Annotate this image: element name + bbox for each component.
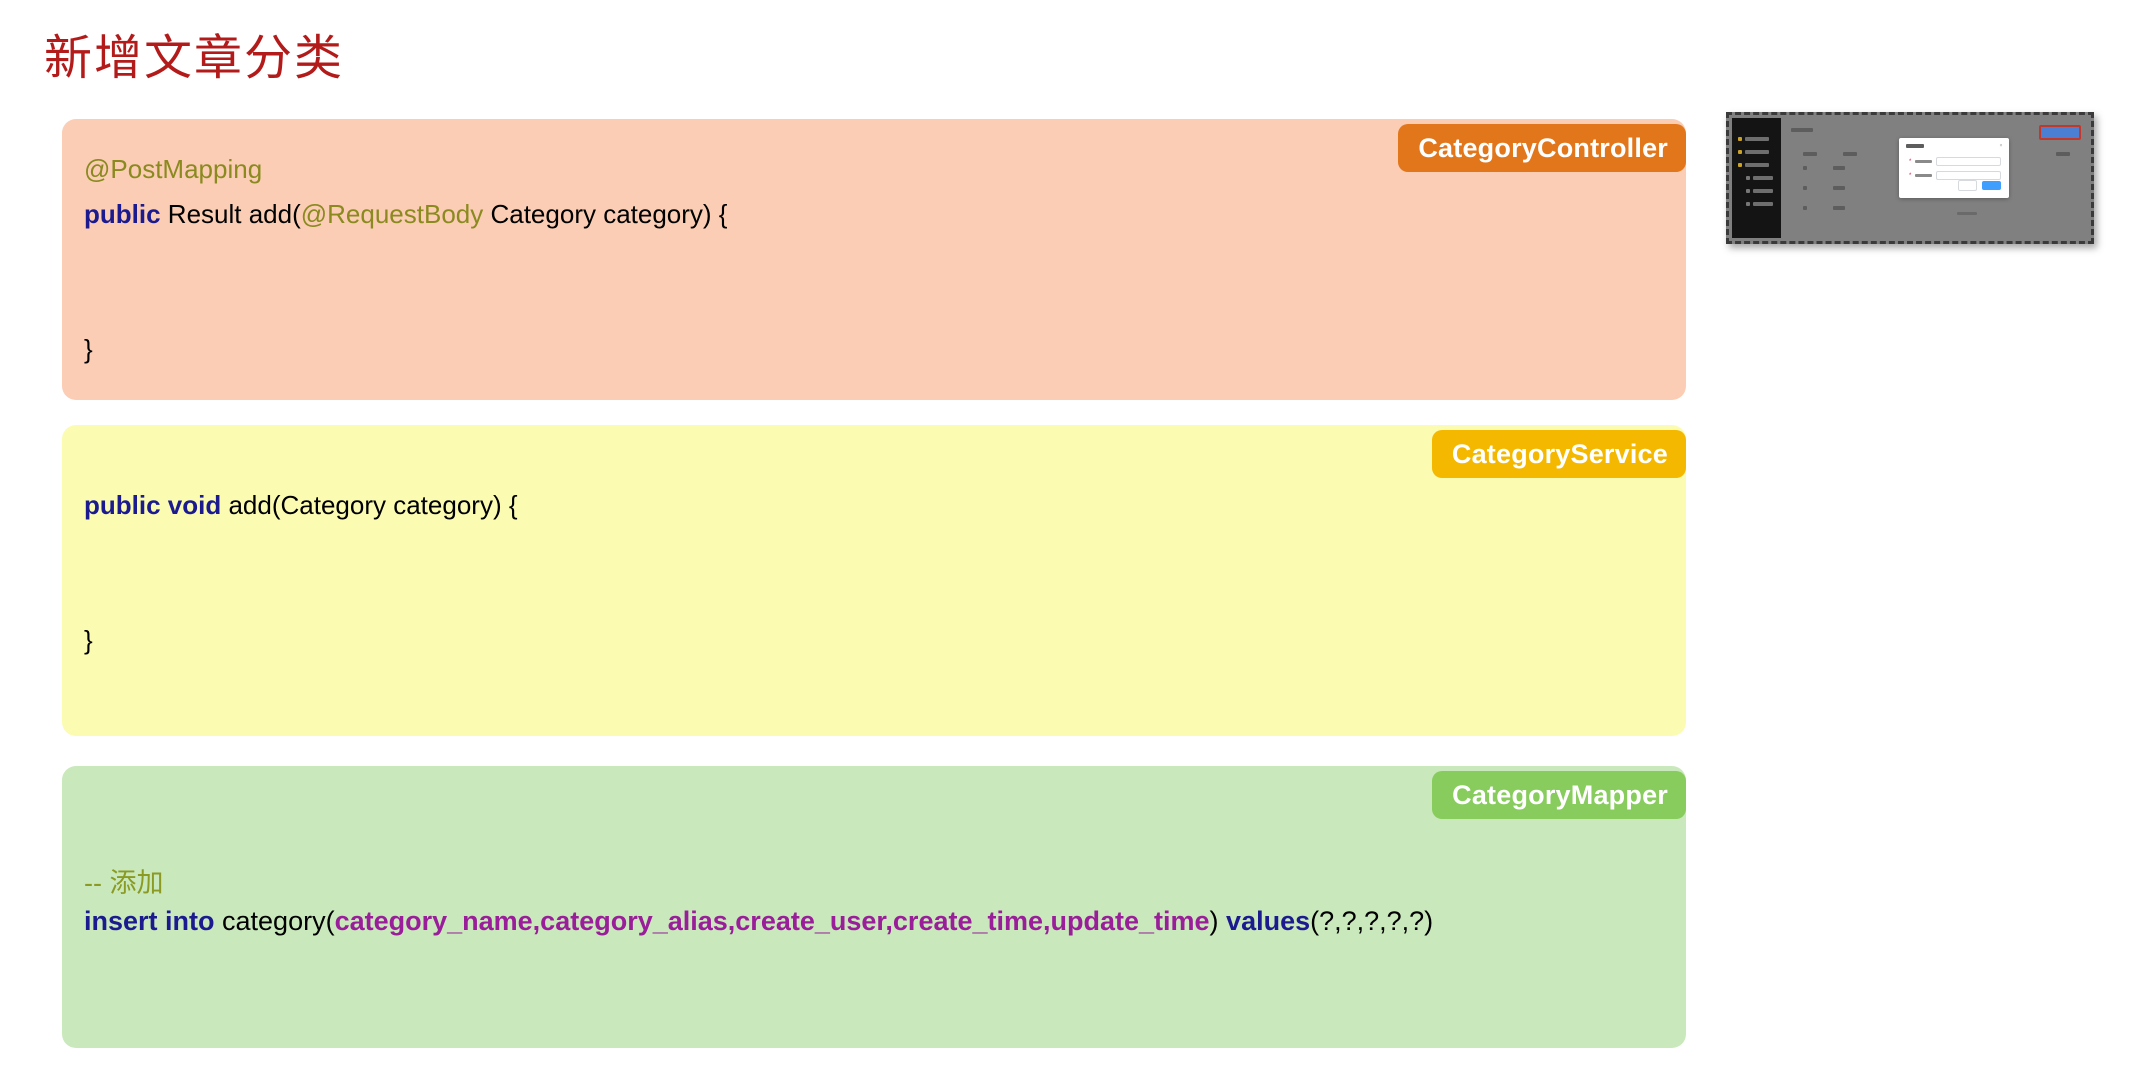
mapper-code: -- 添加 insert into category(category_name,… [84, 864, 1666, 940]
nav-label [1745, 150, 1769, 154]
service-line-signature: public void add(Category category) { [84, 483, 1666, 528]
keyword-public-void: public void [84, 490, 222, 520]
required-asterisk-icon: * [1909, 172, 1912, 179]
mapper-sql-line: insert into category(category_name,categ… [84, 902, 1666, 940]
thumbnail-column-header-actions [2056, 152, 2070, 156]
sql-table-name: category( [214, 906, 335, 936]
nav-icon [1738, 163, 1742, 167]
code-block-controller: CategoryController @PostMapping public Re… [62, 119, 1686, 400]
required-asterisk-icon: * [1909, 158, 1912, 165]
page-preview-thumbnail: × * * [1726, 112, 2094, 244]
service-signature-tail: add(Category category) { [221, 490, 518, 520]
thumbnail-cancel-button [1958, 180, 1977, 191]
thumbnail-dialog-footer [1958, 180, 2001, 191]
thumbnail-cell-name [1833, 166, 1845, 170]
thumbnail-sidebar [1732, 118, 1781, 238]
thumbnail-cell-index [1803, 166, 1807, 170]
nav-label [1753, 176, 1773, 180]
controller-code: @PostMapping public Result add(@RequestBo… [84, 147, 1666, 372]
service-closing-brace: } [84, 625, 93, 655]
thumbnail-table-row [1803, 166, 2091, 170]
thumbnail-column-header [1843, 152, 1857, 156]
thumbnail-nav-item [1738, 135, 1776, 143]
mapper-comment-line: -- 添加 [84, 864, 1666, 902]
controller-line-signature: public Result add(@RequestBody Category … [84, 192, 1666, 237]
thumbnail-table-row [1803, 186, 2091, 190]
nav-label [1745, 163, 1769, 167]
thumbnail-add-category-button [2039, 125, 2081, 140]
controller-closing-brace: } [84, 334, 93, 364]
sql-close-paren: ) [1209, 906, 1227, 936]
thumbnail-cell-name [1833, 206, 1845, 210]
thumbnail-column-header [1803, 152, 1817, 156]
code-block-service: CategoryService public void add(Category… [62, 425, 1686, 736]
thumbnail-dialog-field: * [1909, 157, 2001, 166]
thumbnail-nav-item [1738, 148, 1776, 156]
code-block-mapper: CategoryMapper -- 添加 insert into category… [62, 766, 1686, 1048]
sql-keyword-values: values [1226, 906, 1311, 936]
badge-category-mapper: CategoryMapper [1432, 771, 1686, 819]
controller-blank-line-2 [84, 282, 1666, 327]
keyword-public: public [84, 199, 161, 229]
page-title: 新增文章分类 [44, 32, 345, 85]
thumbnail-nav-subitem [1746, 174, 1776, 182]
nav-label [1753, 189, 1773, 193]
nav-label [1745, 137, 1769, 141]
sql-column-list: category_name,category_alias,create_user… [334, 906, 1210, 936]
nav-icon [1746, 189, 1750, 193]
service-blank-line-2 [84, 573, 1666, 618]
thumbnail-nav-item [1738, 161, 1776, 169]
thumbnail-nav-subitem [1746, 187, 1776, 195]
thumbnail-viewport: × * * [1732, 118, 2088, 238]
thumbnail-field-label [1915, 174, 1933, 177]
controller-line-annotation: @PostMapping [84, 147, 1666, 192]
controller-signature-mid: Result add( [160, 199, 301, 229]
nav-icon [1746, 202, 1750, 206]
thumbnail-dialog-title [1906, 144, 1924, 148]
thumbnail-confirm-button [1982, 181, 2001, 190]
thumbnail-table-header [1803, 152, 2003, 156]
nav-label [1753, 202, 1773, 206]
thumbnail-main-area: × * * [1781, 118, 2088, 238]
thumbnail-page-heading [1791, 128, 1813, 132]
thumbnail-field-input [1936, 157, 2001, 166]
thumbnail-cell-index [1803, 206, 1807, 210]
nav-icon [1738, 150, 1742, 154]
thumbnail-nav-subitem [1746, 200, 1776, 208]
nav-icon [1746, 176, 1750, 180]
service-code: public void add(Category category) {} [84, 483, 1666, 663]
badge-category-service: CategoryService [1431, 430, 1686, 478]
thumbnail-dialog-field: * [1909, 171, 2001, 180]
thumbnail-field-input [1936, 171, 2001, 180]
nav-icon [1738, 137, 1742, 141]
controller-signature-tail: Category category) { [483, 199, 728, 229]
thumbnail-field-label [1915, 160, 1933, 163]
annotation-post-mapping: @PostMapping [84, 154, 263, 184]
annotation-request-body: @RequestBody [300, 199, 484, 229]
thumbnail-cell-name [1833, 186, 1845, 190]
thumbnail-cell-index [1803, 186, 1807, 190]
sql-keyword-insert-into: insert into [84, 906, 215, 936]
controller-blank-line-1 [84, 237, 1666, 282]
sql-placeholders: (?,?,?,?,?) [1310, 906, 1434, 936]
thumbnail-add-category-dialog: × * * [1899, 138, 2009, 198]
close-icon: × [1999, 143, 2003, 149]
thumbnail-row-extra-text [1957, 212, 1977, 215]
thumbnail-table-row [1803, 206, 2091, 210]
service-blank-line-1 [84, 528, 1666, 573]
badge-category-controller: CategoryController [1398, 124, 1686, 172]
sql-comment: -- 添加 [84, 868, 164, 898]
